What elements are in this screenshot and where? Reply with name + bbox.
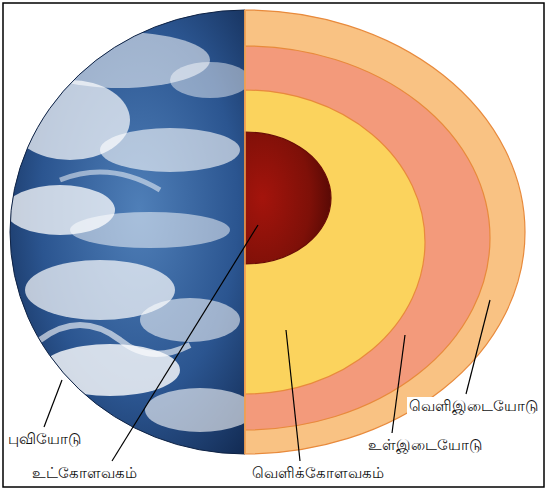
layer-label: வெளிஇடையோடு xyxy=(407,397,540,415)
earth-layers xyxy=(245,10,525,454)
leader-lines xyxy=(44,225,490,461)
layer-label: உள்இடையோடு xyxy=(366,436,484,454)
layer-label: வெளிக்கோளவகம் xyxy=(250,464,386,482)
globe xyxy=(5,10,255,454)
layer-label: உட்கோளவகம் xyxy=(30,464,139,482)
layer-label: புவியோடு xyxy=(6,430,83,448)
frame xyxy=(3,3,544,487)
